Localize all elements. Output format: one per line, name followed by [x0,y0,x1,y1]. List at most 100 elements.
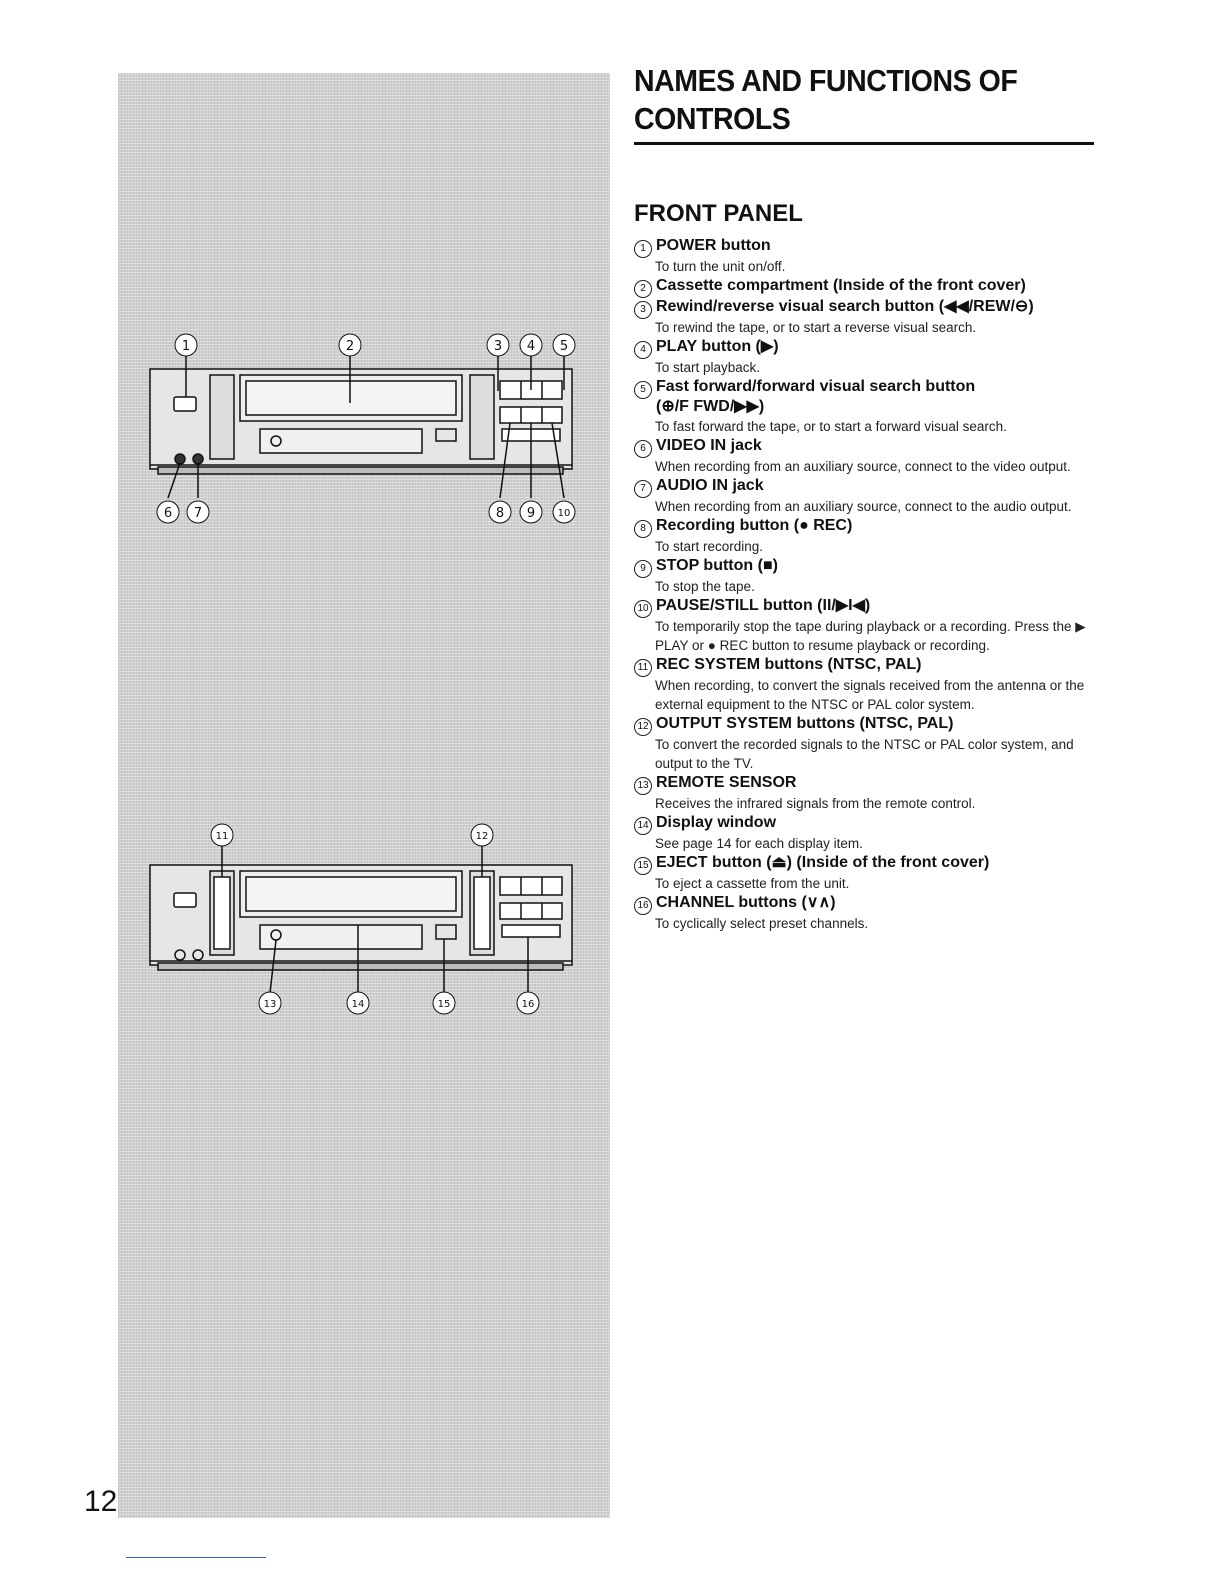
svg-text:16: 16 [522,999,535,1010]
control-item-description: To start recording. [655,539,764,554]
control-item-title: Rewind/reverse visual search button (◀◀/… [656,298,1034,315]
callout-7: 7 [186,500,210,524]
callout-13: 13 [258,991,282,1015]
svg-text:3: 3 [494,339,502,354]
item-number-badge: 9 [634,560,652,578]
svg-text:7: 7 [194,506,202,521]
control-item-title: Recording button (● REC) [656,517,853,534]
control-item-title: POWER button [656,237,771,254]
title-underline [634,142,1094,145]
callout-6: 6 [156,500,180,524]
callout-9: 9 [519,500,543,524]
control-item-description: When recording, to convert the signals r… [655,678,1085,712]
item-number-badge: 10 [634,600,652,618]
control-item-title: REMOTE SENSOR [656,774,797,791]
control-item-title: CHANNEL buttons (∨∧) [656,894,836,911]
callout-11: 11 [210,823,234,847]
item-number-badge: 2 [634,280,652,298]
control-item-description: To start playback. [655,360,761,375]
control-item-description: To fast forward the tape, or to start a … [655,419,1007,434]
item-number-badge: 14 [634,817,652,835]
callout-3: 3 [486,333,510,357]
svg-text:10: 10 [558,508,571,519]
item-number-badge: 6 [634,440,652,458]
control-item-description: To rewind the tape, or to start a revers… [655,320,977,335]
control-item-title: PLAY button (▶) [656,338,779,355]
control-item-title: AUDIO IN jack [656,477,764,494]
svg-text:13: 13 [264,999,277,1010]
control-item-title: STOP button (■) [656,557,778,574]
page-number: 12 [84,1485,118,1518]
svg-text:15: 15 [438,999,451,1010]
svg-text:12: 12 [476,831,489,842]
svg-text:8: 8 [496,506,504,521]
control-item-description: To eject a cassette from the unit. [655,876,850,891]
svg-text:5: 5 [560,339,568,354]
item-number-badge: 4 [634,341,652,359]
svg-text:11: 11 [216,831,229,842]
control-item-description: To convert the recorded signals to the N… [655,737,1074,771]
item-number-badge: 12 [634,718,652,736]
item-number-badge: 13 [634,777,652,795]
vcr-front-panel-diagram: 1 2 3 4 5 6 7 8 9 10 [149,333,576,1015]
callout-15: 15 [432,991,456,1015]
control-item-title: REC SYSTEM buttons (NTSC, PAL) [656,656,922,673]
control-item-description: To cyclically select preset channels. [655,916,869,931]
footer-rule [126,1557,266,1558]
illustration-background [118,73,610,1518]
control-item-title-continued: (⊕/F FWD/▶▶) [656,398,765,415]
control-item-description: To stop the tape. [655,579,755,594]
svg-text:9: 9 [527,506,535,521]
control-item-title: Cassette compartment (Inside of the fron… [656,277,1026,294]
svg-text:14: 14 [352,999,365,1010]
callout-5: 5 [552,333,576,357]
control-item-title: Fast forward/forward visual search butto… [656,378,976,395]
controls-description: NAMES AND FUNCTIONS OF CONTROLS FRONT PA… [634,62,1104,933]
item-number-badge: 3 [634,301,652,319]
svg-text:1: 1 [182,339,190,354]
control-item-title: OUTPUT SYSTEM buttons (NTSC, PAL) [656,715,954,732]
control-item-description: Receives the infrared signals from the r… [655,796,976,811]
vcr-bottom-illustration [149,845,573,994]
control-item-title: EJECT button (⏏) (Inside of the front co… [656,854,990,871]
callout-10: 10 [552,500,576,524]
item-number-badge: 7 [634,480,652,498]
page-title: NAMES AND FUNCTIONS OF CONTROLS [634,63,1018,136]
item-number-badge: 16 [634,897,652,915]
control-item-description: When recording from an auxiliary source,… [655,499,1072,514]
callout-14: 14 [346,991,370,1015]
callout-2: 2 [338,333,362,357]
item-number-badge: 1 [634,240,652,258]
callout-4: 4 [519,333,543,357]
vcr-top-illustration [149,356,573,499]
svg-text:2: 2 [346,339,354,354]
control-item-title: VIDEO IN jack [656,437,762,454]
control-item-description: To temporarily stop the tape during play… [655,619,1086,653]
callout-8: 8 [488,500,512,524]
